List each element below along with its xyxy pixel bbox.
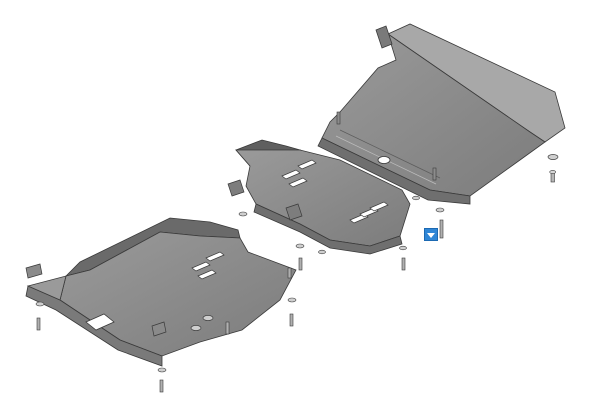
rear-skid-plate	[317, 23, 566, 239]
chevron-down-icon	[427, 232, 435, 238]
expand-marker-button[interactable]	[424, 228, 438, 241]
front-skid-plate	[25, 217, 297, 393]
middle-skid-plate	[227, 139, 420, 271]
